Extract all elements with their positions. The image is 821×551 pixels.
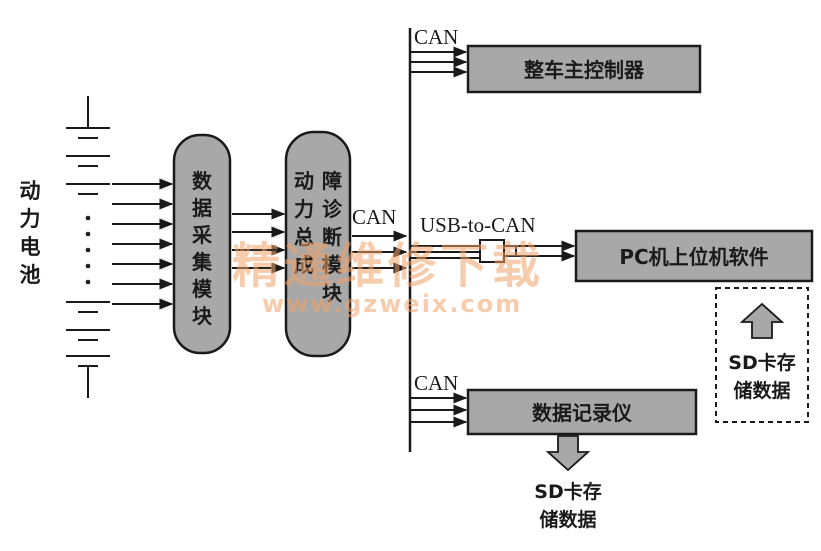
diagnosis-label-col1-char-4: 成: [294, 253, 314, 277]
can-label-top: CAN: [414, 25, 458, 49]
battery-label-char-3: 电: [20, 235, 41, 259]
bus-to-pc-connection: [410, 239, 576, 263]
battery-label-char-4: 池: [20, 263, 41, 287]
acquisition-module-box: [172, 133, 232, 355]
acquisition-label-char-5: 模: [192, 277, 213, 301]
diagnosis-label-col2-char-2: 诊: [322, 197, 343, 221]
diagnosis-label-col2-char-5: 块: [322, 281, 343, 305]
pc-software-box: [574, 229, 814, 283]
vehicle-controller-box: [466, 44, 702, 94]
recorder-storage-line-1: SD卡存: [534, 480, 601, 503]
diagnosis-label-col1-char-3: 总: [294, 225, 314, 249]
can-label-bottom: CAN: [414, 371, 458, 395]
battery-ellipsis-icon: [85, 215, 91, 285]
pc-storage-line-1: SD卡存: [728, 351, 795, 374]
down-arrow-icon: [545, 435, 591, 472]
data-recorder-label: 数据记录仪: [532, 401, 633, 425]
watermark-cn: 精通维修下载: [232, 238, 544, 294]
diagnosis-label-col1-char-2: 力: [294, 197, 314, 221]
up-arrow-icon: [739, 302, 785, 339]
acquisition-label-char-2: 据: [192, 196, 212, 220]
recorder-storage-line-2: 储数据: [539, 508, 596, 531]
bus-to-recorder-arrows: [410, 392, 468, 428]
pc-storage-line-2: 储数据: [733, 379, 790, 402]
diagnosis-label-col2-char-4: 模: [322, 253, 343, 277]
battery-label-char-2: 力: [20, 207, 41, 231]
battery-label: 动 力 电 池: [20, 179, 41, 287]
diagnosis-to-bus-arrows: [352, 230, 408, 274]
acquisition-module-label: 数 据 采 集 模 块: [191, 169, 213, 328]
battery-pack-icon: [66, 96, 110, 398]
acquisition-label-char-4: 集: [191, 250, 213, 274]
diagnosis-label-col2-char-1: 障: [322, 169, 342, 193]
vehicle-controller-label: 整车主控制器: [523, 58, 645, 82]
diagnosis-module-box: [284, 130, 352, 358]
battery-to-acquisition-arrows: [112, 178, 174, 310]
pc-software-label: PC机上位机软件: [619, 245, 768, 269]
diagnosis-module-label: 动 力 总 成 障 诊 断 模 块: [294, 169, 343, 305]
usb-to-can-label: USB-to-CAN: [420, 213, 536, 237]
acquisition-label-char-3: 采: [192, 223, 212, 247]
data-recorder-box: [466, 388, 698, 436]
acquisition-label-char-1: 数: [192, 169, 213, 193]
diagnosis-label-col1-char-1: 动: [294, 169, 314, 193]
diagnosis-label-col2-char-3: 断: [322, 225, 342, 249]
bus-to-controller-arrows: [410, 46, 468, 78]
watermark-url: www.gzweix.com: [262, 290, 522, 318]
pc-storage-box: [715, 287, 809, 423]
can-label-mid: CAN: [352, 205, 396, 229]
acquisition-to-diagnosis-arrows: [232, 208, 286, 274]
battery-label-char-1: 动: [20, 179, 41, 203]
acquisition-label-char-6: 块: [192, 304, 213, 328]
